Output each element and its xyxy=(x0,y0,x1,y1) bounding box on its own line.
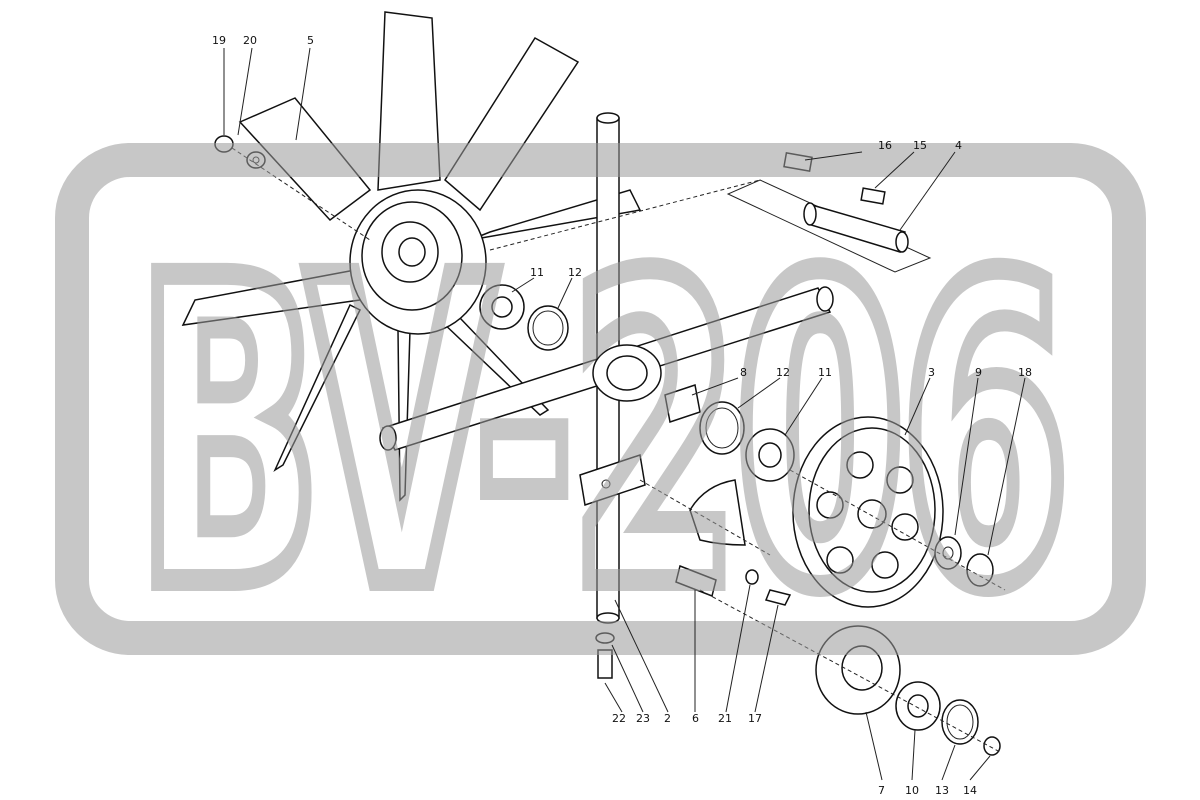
callout-14: 14 xyxy=(963,784,977,797)
callout-5: 5 xyxy=(307,34,314,47)
watermark-frame xyxy=(55,143,1146,655)
callout-19: 19 xyxy=(212,34,226,47)
pulley-hub xyxy=(857,499,887,529)
bolt-17 xyxy=(764,589,792,606)
callout-4: 4 xyxy=(955,139,962,152)
clamp-block xyxy=(579,454,646,506)
bracket-6 xyxy=(689,479,746,546)
nut-18 xyxy=(966,553,994,587)
callout-6: 6 xyxy=(692,712,699,725)
callout-21: 21 xyxy=(718,712,732,725)
callout-12-right: 12 xyxy=(776,366,790,379)
spacer-8 xyxy=(664,384,701,423)
callout-15: 15 xyxy=(913,139,927,152)
cross-tube xyxy=(379,286,834,451)
callout-22: 22 xyxy=(612,712,626,725)
callout-3: 3 xyxy=(928,366,935,379)
ring-13 xyxy=(941,699,979,745)
callout-leaders xyxy=(223,47,1026,781)
key-15 xyxy=(860,187,886,205)
tensioner-pin xyxy=(675,564,717,598)
callout-12-left: 12 xyxy=(568,266,582,279)
fan-hub-bore xyxy=(398,237,426,267)
bearing-group-left xyxy=(479,284,569,351)
washer-9 xyxy=(934,536,962,570)
callout-16: 16 xyxy=(878,139,892,152)
callout-labels: 19 20 5 16 15 4 11 12 8 12 11 3 9 18 22 … xyxy=(212,34,1032,797)
bracket-assembly xyxy=(579,454,792,606)
fan-blade-upper-right xyxy=(444,36,580,212)
callout-20: 20 xyxy=(243,34,257,47)
callout-13: 13 xyxy=(935,784,949,797)
pulley-3 xyxy=(789,416,1006,608)
callout-7: 7 xyxy=(878,784,885,797)
callout-11-left: 11 xyxy=(530,266,544,279)
clip-14 xyxy=(983,736,1001,756)
ring-12-right xyxy=(699,401,745,455)
ring-12-left xyxy=(527,305,569,351)
fan-blade-lower-left xyxy=(273,303,362,472)
callout-23: 23 xyxy=(636,712,650,725)
watermark: BV-206 xyxy=(55,143,1146,691)
bearing-group-right xyxy=(664,384,795,482)
callout-18: 18 xyxy=(1018,366,1032,379)
callout-8: 8 xyxy=(740,366,747,379)
callout-17: 17 xyxy=(748,712,762,725)
watermark-text: BV-206 xyxy=(135,191,1065,680)
washer-21 xyxy=(745,569,759,585)
callout-10: 10 xyxy=(905,784,919,797)
callout-11-right: 11 xyxy=(818,366,832,379)
callout-9: 9 xyxy=(975,366,982,379)
callout-2: 2 xyxy=(664,712,671,725)
